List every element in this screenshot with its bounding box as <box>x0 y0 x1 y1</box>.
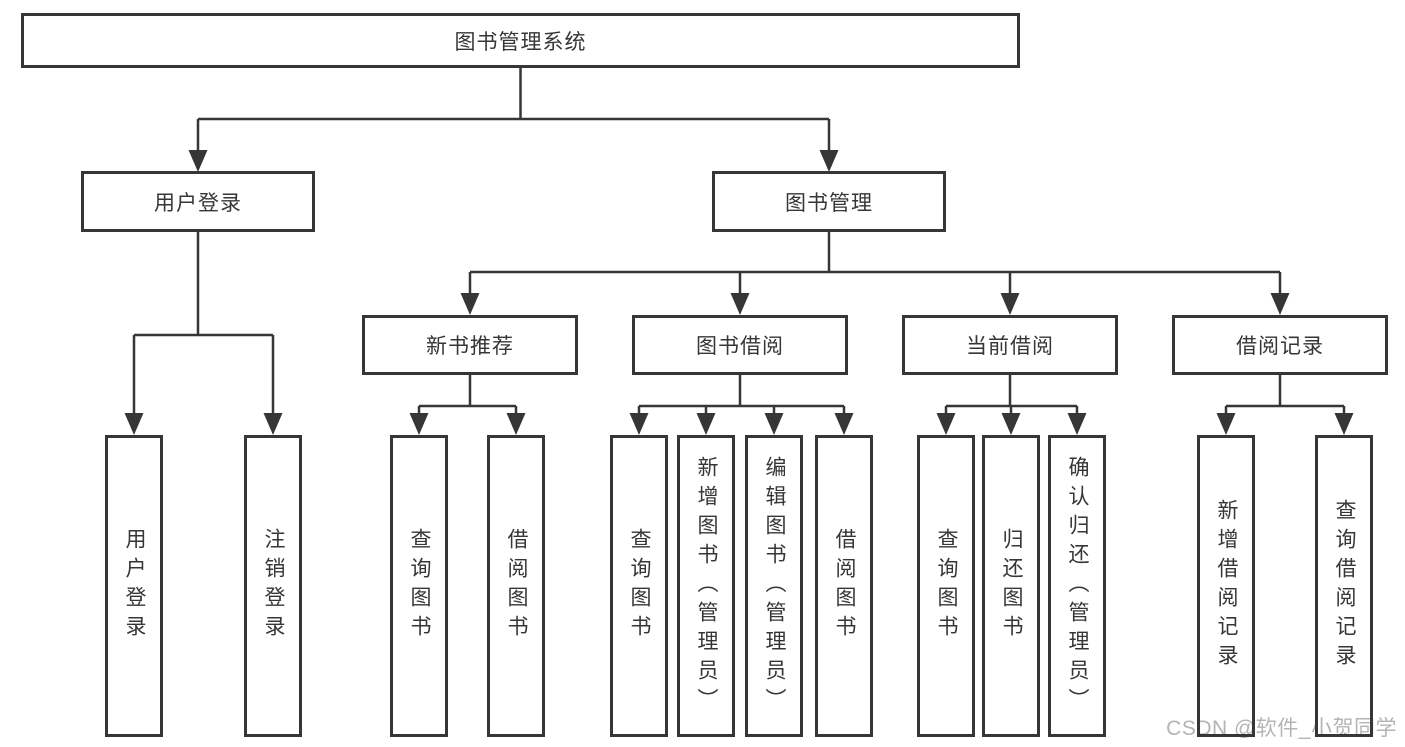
node-book-management: 图书管理 <box>712 171 946 232</box>
node-label: 归还图书 <box>1000 528 1023 644</box>
leaf-logout: 注销登录 <box>244 435 302 737</box>
node-label: 查询图书 <box>628 528 651 644</box>
node-current-borrowing: 当前借阅 <box>902 315 1118 375</box>
node-label: 图书管理系统 <box>454 30 587 54</box>
leaf-current-query-books: 查询图书 <box>917 435 975 737</box>
node-label: 图书借阅 <box>696 335 784 358</box>
connector-user-login <box>132 232 275 417</box>
node-label: 借阅图书 <box>833 528 856 644</box>
leaf-borrowing-borrow-books: 借阅图书 <box>815 435 873 737</box>
leaf-current-confirm-return: 确认归还（管理员） <box>1048 435 1106 737</box>
arrow-down-icon <box>1000 293 1020 315</box>
connector-book-borrowing <box>637 375 846 417</box>
node-new-book-recommend: 新书推荐 <box>362 315 578 375</box>
arrow-down-icon <box>1067 413 1087 435</box>
arrow-down-icon <box>629 413 649 435</box>
leaf-borrowing-add-books: 新增图书（管理员） <box>677 435 735 737</box>
connector-new-book-recommend <box>417 375 518 417</box>
node-label: 查询图书 <box>935 528 958 644</box>
arrow-down-icon <box>834 413 854 435</box>
arrow-down-icon <box>409 413 429 435</box>
arrow-down-icon <box>819 150 839 172</box>
arrow-down-icon <box>188 150 208 172</box>
leaf-records-query-record: 查询借阅记录 <box>1315 435 1373 737</box>
leaf-user-login: 用户登录 <box>105 435 163 737</box>
arrow-down-icon <box>506 413 526 435</box>
node-label: 查询图书 <box>408 528 431 644</box>
node-label: 查询借阅记录 <box>1333 499 1356 673</box>
node-label: 用户登录 <box>154 191 242 215</box>
node-book-borrowing: 图书借阅 <box>632 315 848 375</box>
leaf-borrowing-edit-books: 编辑图书（管理员） <box>745 435 803 737</box>
leaf-recommend-borrow-books: 借阅图书 <box>487 435 545 737</box>
arrow-down-icon <box>1001 413 1021 435</box>
connector-root <box>196 68 831 154</box>
connector-book-management <box>468 232 1282 297</box>
node-label: 图书管理 <box>785 191 873 215</box>
arrow-down-icon <box>1216 413 1236 435</box>
watermark: CSDN @软件_小贺同学 <box>1166 717 1397 740</box>
node-label: 借阅图书 <box>505 528 528 644</box>
node-label: 借阅记录 <box>1236 335 1324 358</box>
node-root: 图书管理系统 <box>21 13 1020 68</box>
leaf-current-return-books: 归还图书 <box>982 435 1040 737</box>
connector-borrowing-records <box>1224 375 1346 417</box>
node-label: 新增借阅记录 <box>1215 499 1238 673</box>
arrow-down-icon <box>263 413 283 435</box>
node-label: 确认归还（管理员） <box>1066 455 1089 717</box>
node-label: 注销登录 <box>262 528 285 644</box>
node-label: 当前借阅 <box>966 335 1054 358</box>
arrow-down-icon <box>460 293 480 315</box>
connector-current-borrowing <box>944 375 1079 417</box>
arrow-down-icon <box>764 413 784 435</box>
arrow-down-icon <box>936 413 956 435</box>
arrow-down-icon <box>124 413 144 435</box>
arrow-down-icon <box>1270 293 1290 315</box>
node-label: 新书推荐 <box>426 335 514 358</box>
node-label: 编辑图书（管理员） <box>763 455 786 717</box>
node-user-login: 用户登录 <box>81 171 315 232</box>
arrow-down-icon <box>730 293 750 315</box>
arrow-down-icon <box>696 413 716 435</box>
leaf-recommend-query-books: 查询图书 <box>390 435 448 737</box>
node-label: 新增图书（管理员） <box>695 455 718 717</box>
leaf-borrowing-query-books: 查询图书 <box>610 435 668 737</box>
node-borrowing-records: 借阅记录 <box>1172 315 1388 375</box>
node-label: 用户登录 <box>123 528 146 644</box>
arrow-down-icon <box>1334 413 1354 435</box>
leaf-records-add-record: 新增借阅记录 <box>1197 435 1255 737</box>
